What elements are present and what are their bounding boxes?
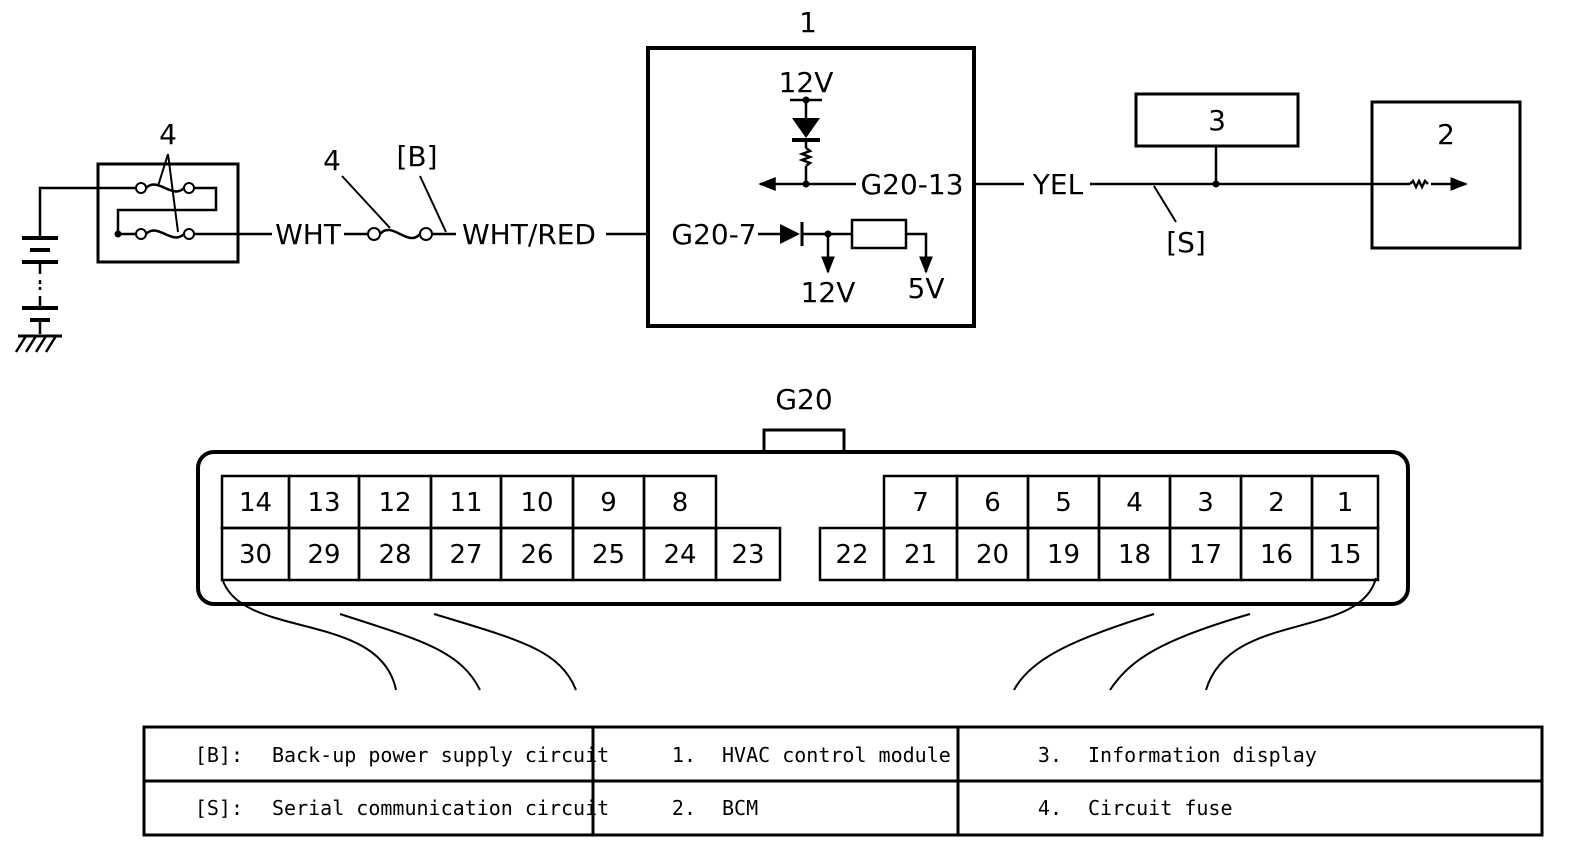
wire-label-wht-red: WHT/RED xyxy=(462,218,596,251)
ground-symbol xyxy=(14,334,62,353)
connector-pin-3: 3 xyxy=(1197,488,1214,518)
connector-pin-7: 7 xyxy=(912,488,929,518)
legend-key-2: 2. xyxy=(672,796,696,820)
connector-pin-23: 23 xyxy=(731,540,764,570)
connector-pin-cell xyxy=(1310,526,1380,582)
connector-pin-15: 15 xyxy=(1328,540,1361,570)
connector-pin-27: 27 xyxy=(449,540,482,570)
connector-pin-30: 30 xyxy=(239,540,272,570)
module-2-label: 2 xyxy=(1437,118,1455,151)
connector-pin-26: 26 xyxy=(520,540,553,570)
fuse-box xyxy=(96,153,240,264)
connector-pin-4: 4 xyxy=(1126,488,1143,518)
connector-pin-11: 11 xyxy=(449,488,482,518)
connector-pin-18: 18 xyxy=(1118,540,1151,570)
connector-pin-19: 19 xyxy=(1047,540,1080,570)
legend-key-1: 1. xyxy=(672,743,696,767)
connector-pin-6: 6 xyxy=(984,488,1001,518)
legend-text-1: HVAC control module xyxy=(722,743,951,767)
connector-pin-29: 29 xyxy=(307,540,340,570)
backup-circuit-tag: [B] xyxy=(396,140,437,173)
voltage-12v-bottom: 12V xyxy=(801,276,856,309)
connector-pin-8: 8 xyxy=(672,488,689,518)
pin-label-g20-7: G20-7 xyxy=(671,218,756,251)
fuse-box-label: 4 xyxy=(159,118,177,151)
legend-key-b: [B]: xyxy=(195,743,243,767)
legend-table: [B]: Back-up power supply circuit 1. HVA… xyxy=(142,725,1544,837)
connector-pin-2: 2 xyxy=(1268,488,1285,518)
connector-pin-17: 17 xyxy=(1189,540,1222,570)
circuit-fuse xyxy=(367,227,433,241)
voltage-12v-top: 12V xyxy=(779,66,834,99)
legend-key-3: 3. xyxy=(1038,743,1062,767)
connector-pin-21: 21 xyxy=(904,540,937,570)
legend-text-s: Serial communication circuit xyxy=(272,796,609,820)
connector-pin-22: 22 xyxy=(835,540,868,570)
information-display xyxy=(1134,92,1300,148)
connector-pin-25: 25 xyxy=(592,540,625,570)
wire-label-wht: WHT xyxy=(275,218,342,251)
pin-label-g20-13: G20-13 xyxy=(860,168,963,201)
legend-text-3: Information display xyxy=(1088,743,1317,767)
module-3-label: 3 xyxy=(1208,104,1226,137)
serial-circuit-tag: [S] xyxy=(1166,226,1206,259)
connector-title: G20 xyxy=(775,383,832,416)
connector-pin-16: 16 xyxy=(1260,540,1293,570)
connector-pin-28: 28 xyxy=(378,540,411,570)
legend-key-s: [S]: xyxy=(195,796,243,820)
bcm-module xyxy=(1370,100,1522,250)
legend-text-2: BCM xyxy=(722,796,758,820)
connector-g20-housing xyxy=(196,450,1410,606)
fuse-label: 4 xyxy=(323,144,341,177)
connector-pin-1: 1 xyxy=(1337,488,1354,518)
wire-label-yel: YEL xyxy=(1032,168,1084,201)
connector-pin-14: 14 xyxy=(239,488,272,518)
connector-pin-5: 5 xyxy=(1055,488,1072,518)
connector-pin-cell xyxy=(714,526,782,582)
connector-pin-13: 13 xyxy=(307,488,340,518)
battery-symbol xyxy=(22,186,118,334)
wire-harness xyxy=(221,577,1377,691)
legend-text-b: Back-up power supply circuit xyxy=(272,743,609,767)
connector-pin-24: 24 xyxy=(663,540,696,570)
connector-pin-10: 10 xyxy=(520,488,553,518)
hvac-control-module xyxy=(646,46,976,328)
connector-latch xyxy=(762,428,846,454)
connector-pin-12: 12 xyxy=(378,488,411,518)
connector-pin-9: 9 xyxy=(600,488,617,518)
legend-key-4: 4. xyxy=(1038,796,1062,820)
module-1-label: 1 xyxy=(799,6,817,39)
internal-circuit xyxy=(758,96,933,274)
connector-pin-20: 20 xyxy=(976,540,1009,570)
voltage-5v: 5V xyxy=(908,272,945,305)
legend-text-4: Circuit fuse xyxy=(1088,796,1233,820)
